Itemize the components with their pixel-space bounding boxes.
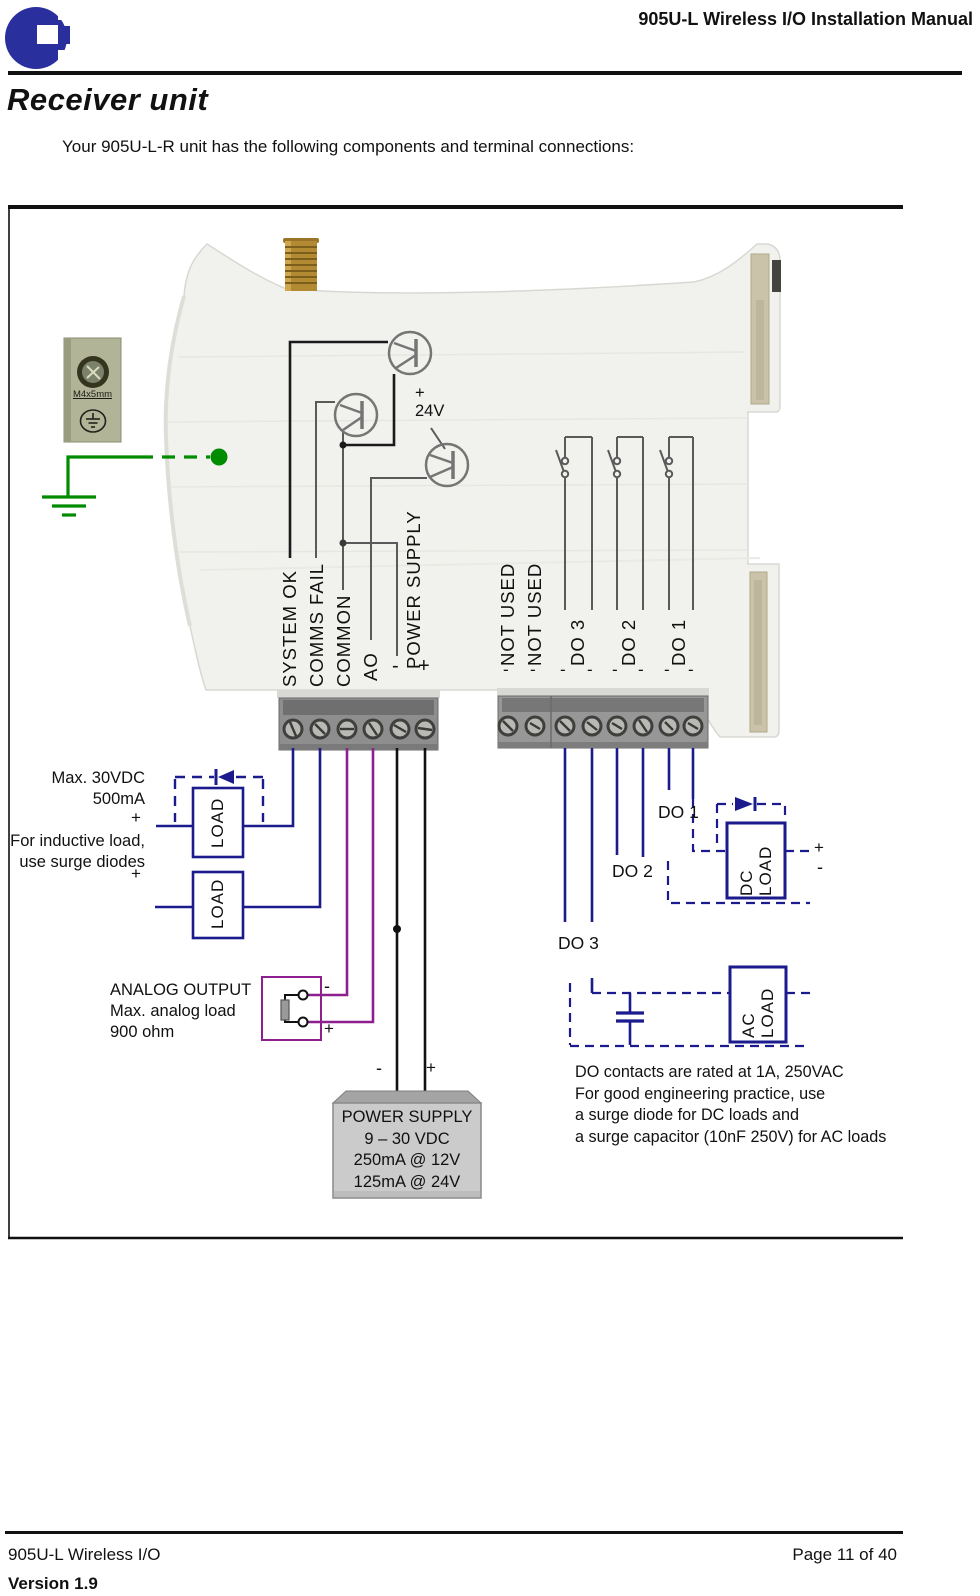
header-rule — [8, 71, 962, 75]
terminal-dash: - — [638, 660, 644, 679]
load2-label: LOAD — [208, 878, 227, 929]
brand-logo — [5, 7, 70, 69]
rail-24v-label: + 24V — [415, 384, 445, 420]
analog-minus-sign: - — [324, 976, 330, 996]
do1-wire-label: DO 1 — [658, 802, 699, 822]
terminal-label-comms-fail: COMMS FAIL — [306, 562, 327, 687]
surge-capacitor — [616, 993, 644, 1045]
terminal-dash: - — [612, 660, 618, 679]
terminal-label-do1: DO 1 — [668, 618, 689, 666]
terminal-dash: - — [560, 660, 566, 679]
footer-rule — [5, 1531, 903, 1534]
do3-wire-label: DO 3 — [558, 933, 599, 953]
terminal-dash: - — [587, 660, 593, 679]
analog-output-load — [280, 989, 309, 1028]
terminal-dash: - — [530, 660, 536, 679]
footer-page-number: Page 11 of 40 — [792, 1545, 897, 1564]
power-plus-sign: + — [418, 655, 430, 677]
earth-ground-wiring — [42, 448, 228, 517]
terminal-label-do2: DO 2 — [618, 618, 639, 666]
dc-plus-sign: + — [814, 838, 824, 857]
load2-plus-sign: + — [131, 864, 141, 883]
dc-load-label: DC LOAD — [737, 845, 775, 896]
terminal-dash: - — [503, 660, 509, 679]
terminal-label-power-supply: POWER SUPPLY — [403, 510, 424, 669]
footer-version: Version 1.9 — [8, 1574, 98, 1593]
analog-plus-sign: + — [324, 1019, 334, 1038]
terminal-label-not-used-2: NOT USED — [524, 562, 545, 666]
terminal-label-not-used-1: NOT USED — [497, 562, 518, 666]
do2-wire-label: DO 2 — [612, 861, 653, 881]
page-title: Receiver unit — [7, 82, 209, 117]
m4-screw-photo — [63, 337, 122, 443]
device-photo — [163, 238, 781, 751]
ps-minus-sign: - — [376, 1058, 382, 1078]
power-supply-box — [331, 1090, 483, 1199]
ground-symbol-icon — [79, 409, 107, 433]
internal-schematic — [288, 330, 694, 656]
intro-text: Your 905U-L-R unit has the following com… — [62, 137, 635, 156]
external-wiring-left — [155, 748, 427, 1091]
ps-plus-sign: + — [426, 1058, 436, 1077]
terminal-dash: - — [664, 660, 670, 679]
inductive-load-note: For inductive load, use surge diodes — [10, 832, 145, 871]
relay-contacts — [555, 436, 694, 610]
power-supply-box-text: POWER SUPPLY 9 – 30 VDC 250mA @ 12V 125m… — [341, 1108, 473, 1191]
do-contacts-note: DO contacts are rated at 1A, 250VAC For … — [575, 1063, 887, 1146]
footer-product: 905U-L Wireless I/O — [8, 1545, 161, 1564]
load-rating-note: Max. 30VDC 500mA — [51, 769, 145, 808]
terminal-label-system-ok: SYSTEM OK — [279, 570, 300, 687]
diagram-frame — [8, 205, 903, 1240]
terminal-label-common: COMMON — [333, 594, 354, 687]
terminal-label-ao: AO — [360, 652, 381, 681]
dc-minus-sign: - — [817, 857, 823, 877]
analog-output-note: ANALOG OUTPUT Max. analog load 900 ohm — [110, 981, 252, 1041]
terminal-block-right — [497, 695, 709, 749]
terminal-block-left — [278, 697, 439, 751]
load1-plus-sign: + — [131, 808, 141, 827]
terminal-dash: - — [688, 660, 694, 679]
ac-load-label: AC LOAD — [739, 987, 777, 1038]
header-title: 905U-L Wireless I/O Installation Manual — [638, 9, 973, 29]
terminal-label-do3: DO 3 — [567, 618, 588, 666]
external-wiring-right — [563, 748, 812, 1048]
m4-screw-label: M4x5mm — [72, 389, 113, 400]
power-minus-sign: - — [392, 655, 399, 677]
antenna-connector — [283, 238, 319, 291]
transistor-symbols — [333, 330, 470, 488]
load1-label: LOAD — [208, 797, 227, 848]
